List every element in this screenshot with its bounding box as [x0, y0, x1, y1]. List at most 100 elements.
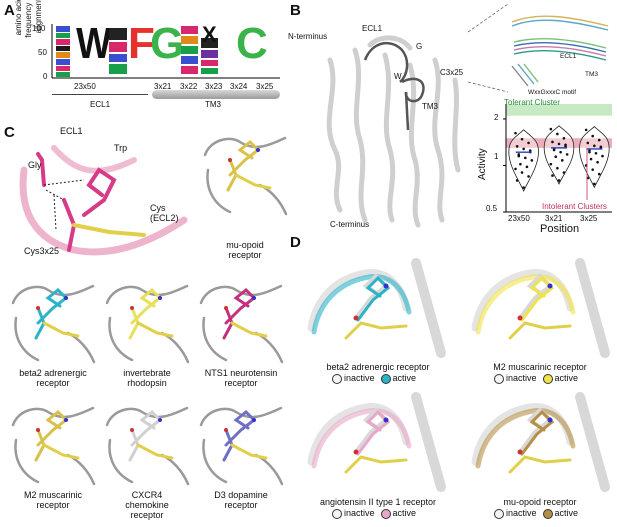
- violin-point-1-11: [549, 162, 553, 166]
- region-label-tm3: TM3: [205, 100, 221, 109]
- violin-point-2-17: [588, 150, 591, 154]
- violin-point-1-15: [557, 179, 561, 182]
- c-terminus-label: C-terminus: [330, 220, 370, 229]
- violin-xlabel: Position: [540, 223, 580, 235]
- d-title-3: mu-opoid receptor: [503, 497, 577, 507]
- c-thumb-1: [11, 284, 96, 364]
- c-thumb-label-4-l2: receptor: [36, 500, 70, 510]
- c-thumb-label-2-l1: invertebrate: [123, 368, 171, 378]
- logo-mixed-stacks: [181, 26, 218, 74]
- violin-plot: [503, 104, 612, 213]
- logo-ylabel: amino acid frequency in alignment: [14, 0, 43, 38]
- d-legend-1: inactive active: [494, 373, 578, 384]
- active-label: active: [554, 508, 579, 518]
- c-ecl1-label: ECL1: [60, 126, 83, 136]
- sequence-logo: [51, 24, 280, 79]
- violin-ytick-1: 1: [494, 152, 499, 161]
- c-trp-label: Trp: [114, 143, 128, 153]
- logo-pos-3x25: 3x25: [256, 82, 274, 91]
- receptor-structure: [326, 35, 461, 228]
- violin-point-2-0: [584, 128, 588, 132]
- violin-point-0-13: [527, 175, 530, 178]
- logo-ytick-100: 100: [32, 24, 46, 33]
- c-thumb-label-6-l2: receptor: [224, 500, 258, 510]
- violin-point-1-2: [562, 136, 566, 140]
- tm3-label-b: TM3: [422, 102, 438, 111]
- violin-ylabel: Activity: [477, 148, 488, 180]
- panel-label-c: C: [4, 124, 15, 141]
- violin-point-2-8: [601, 154, 604, 158]
- violin-point-1-14: [551, 174, 554, 177]
- violin-point-0-0: [514, 131, 517, 135]
- d-structure-2: [307, 392, 446, 492]
- g-label: G: [416, 42, 423, 51]
- violin-point-0-17: [517, 154, 521, 158]
- c-thumb-label-3-l1: NTS1 neurotensin: [204, 368, 278, 378]
- c-thumb-3: [199, 284, 284, 364]
- violin-point-1-17: [552, 148, 556, 152]
- violin-point-1-13: [562, 171, 566, 174]
- c-thumb-label-0-l1: mu-opoid: [226, 240, 264, 250]
- violin-point-1-7: [559, 150, 562, 154]
- violin-point-0-10: [525, 165, 529, 169]
- c-thumb-0: [203, 136, 288, 216]
- inactive-swatch: [494, 373, 504, 384]
- inactive-label: inactive: [344, 373, 375, 383]
- violin-point-0-4: [522, 147, 525, 151]
- violin-point-0-12: [520, 171, 524, 174]
- active-label: active: [554, 373, 579, 383]
- violin-point-0-9: [519, 162, 522, 166]
- violin-point-1-3: [551, 140, 554, 144]
- inactive-swatch: [494, 508, 504, 519]
- violin-point-1-9: [554, 155, 558, 158]
- panel-label-a: A: [4, 2, 15, 19]
- violin-point-2-16: [599, 145, 603, 149]
- inactive-label: inactive: [506, 508, 537, 518]
- logo-pos-3x24: 3x24: [230, 82, 248, 91]
- violin-point-2-4: [593, 144, 596, 148]
- logo-pos-3x21: 3x21: [154, 82, 172, 91]
- region-bar-tm3: [152, 90, 280, 99]
- c-thumb-label-1-l1: beta2 adrenergic: [19, 368, 87, 378]
- inactive-label: inactive: [506, 373, 537, 383]
- motif-label: WxxGxxxC motif: [528, 89, 577, 96]
- violin-point-0-8: [530, 159, 534, 162]
- violin-point-2-12: [591, 168, 595, 171]
- violin-ytick-2: 2: [494, 113, 499, 122]
- logo-pos-3x22: 3x22: [180, 82, 198, 91]
- violin-point-2-9: [589, 157, 593, 161]
- logo-ytick-50: 50: [38, 48, 47, 57]
- c-thumb-label-4-l1: M2 muscarinic: [23, 490, 82, 500]
- violin-xtick-3x25: 3x25: [580, 214, 598, 223]
- active-swatch: [542, 373, 553, 384]
- logo-letter-f: F: [128, 19, 155, 68]
- violin-point-0-1: [520, 137, 524, 141]
- active-label: active: [392, 508, 417, 518]
- violin-point-0-3: [515, 145, 519, 148]
- logo-pos-23x50: 23x50: [74, 82, 96, 91]
- violin-point-2-15: [593, 182, 596, 186]
- d-structure-0: [307, 258, 446, 358]
- violin-point-0-15: [522, 186, 525, 189]
- tolerant-cluster-label: Tolerant Cluster: [504, 98, 561, 107]
- c-thumb-label-5-l1: CXCR4: [131, 490, 163, 500]
- logo-ytick-0: 0: [43, 72, 48, 81]
- w-label: W: [394, 72, 402, 81]
- d-title-1: M2 muscarinic receptor: [493, 362, 587, 372]
- logo-letter-w: W: [76, 19, 112, 68]
- violin-point-2-13: [597, 172, 601, 176]
- active-swatch: [380, 373, 391, 384]
- violin-xtick-3x21: 3x21: [545, 214, 563, 223]
- motif-inset: [467, 3, 609, 93]
- violin-body-1: [543, 125, 575, 185]
- c-main-structure: [19, 145, 188, 256]
- violin-point-0-14: [515, 179, 519, 182]
- violin-point-2-1: [591, 134, 595, 138]
- ecl1-label-b: ECL1: [362, 24, 383, 33]
- tolerant-band: [506, 104, 612, 116]
- inactive-swatch: [332, 373, 342, 384]
- violin-point-2-10: [596, 160, 599, 164]
